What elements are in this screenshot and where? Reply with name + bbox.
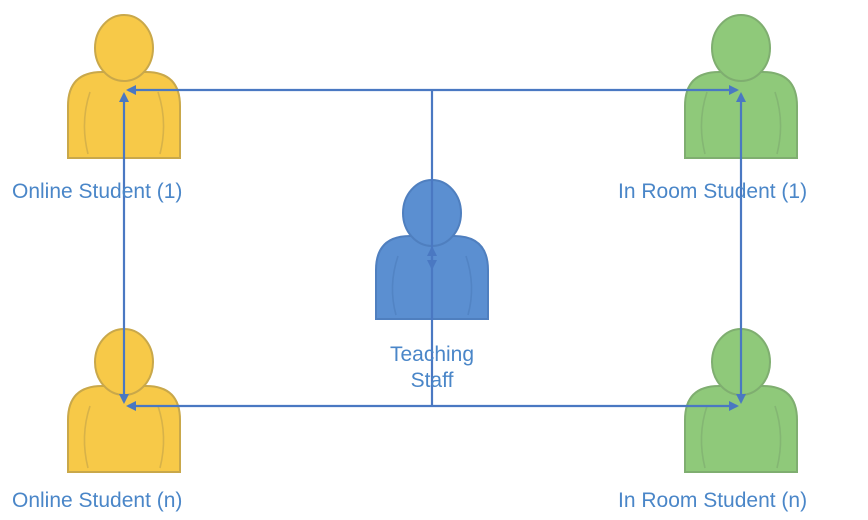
online-student-n-label: Online Student (n): [12, 489, 183, 512]
in-room-student-1-crease-left: [700, 91, 708, 155]
online-student-1-label: Online Student (1): [12, 180, 183, 203]
in-room-student-1-person-icon: [684, 14, 798, 159]
in-room-student-1-label: In Room Student (1): [618, 180, 808, 203]
online-student-1-crease-right: [157, 91, 165, 155]
online-student-1-crease-left: [83, 91, 91, 155]
in-room-student-1-head: [711, 14, 771, 82]
online-student-n-crease-right: [157, 405, 165, 469]
in-room-student-n-label: In Room Student (n): [618, 489, 808, 512]
online-student-n-crease-left: [83, 405, 91, 469]
teaching-staff-label-line-1: Teaching: [389, 343, 475, 366]
teaching-staff-crease-right: [465, 255, 473, 316]
in-room-student-n-crease-right: [774, 405, 782, 469]
online-student-1-head: [94, 14, 154, 82]
teaching-staff-label-line-2: Staff: [410, 369, 454, 392]
in-room-student-n-crease-left: [700, 405, 708, 469]
teaching-staff-label: Teaching Staff: [362, 342, 502, 394]
in-room-student-1-crease-right: [774, 91, 782, 155]
teaching-staff-crease-left: [391, 255, 399, 316]
